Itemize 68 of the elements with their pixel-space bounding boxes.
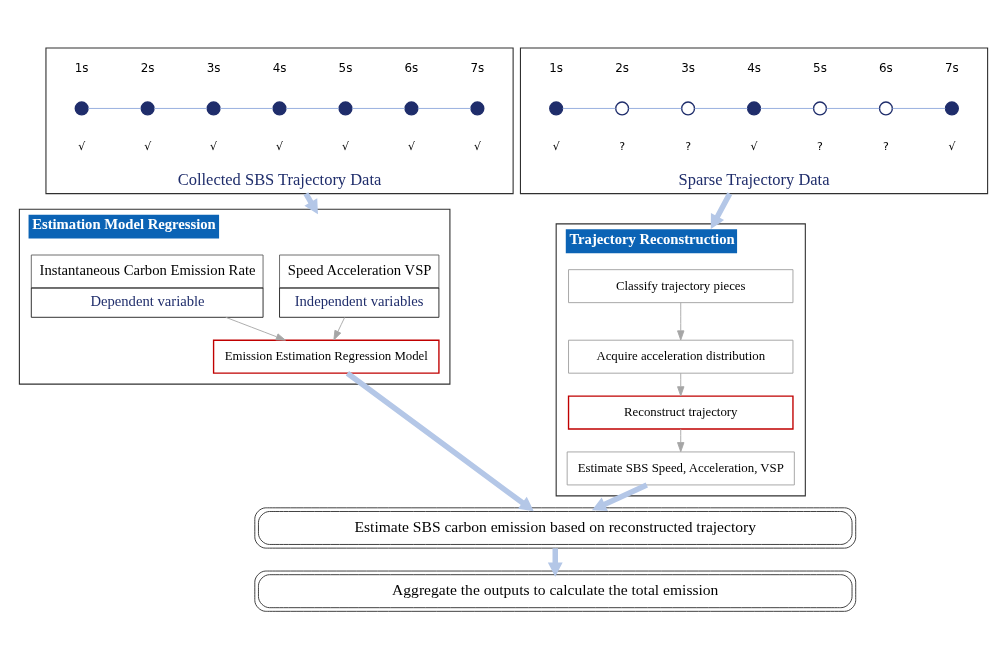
node-label: √ <box>144 139 152 153</box>
arrow <box>333 316 346 340</box>
node-label: ? <box>685 139 691 153</box>
node-label: 3s <box>206 60 221 75</box>
arrow <box>345 370 534 511</box>
node-box: Estimate SBS carbon emission based on reconstructed trajectory <box>254 506 857 549</box>
node-label: √ <box>473 139 481 153</box>
node-label: 2s <box>140 60 155 75</box>
node-circle <box>206 100 221 116</box>
node-label: √ <box>276 139 284 153</box>
arrow <box>677 428 685 452</box>
connector <box>417 107 472 109</box>
node-label: √ <box>78 139 86 153</box>
node-label: 7s <box>470 60 485 75</box>
connector <box>891 107 946 109</box>
node-label: 5s <box>338 60 353 75</box>
node-label: 1s <box>74 60 89 75</box>
connector <box>219 107 274 109</box>
node-circle <box>549 100 564 116</box>
node-circle <box>272 100 287 116</box>
node-label: 6s <box>404 60 419 75</box>
node-circle <box>812 100 828 116</box>
connector <box>628 107 682 109</box>
node-label: 5s <box>813 60 827 75</box>
connector <box>694 107 748 109</box>
arrow <box>225 316 286 341</box>
node-label: 2s <box>615 60 630 75</box>
node-label: 7s <box>945 60 959 75</box>
connector <box>153 107 208 109</box>
node-label: 1s <box>549 60 564 75</box>
node-box: Reconstruct trajectory <box>567 394 794 430</box>
node-circle <box>746 100 762 116</box>
node-label: ? <box>883 139 889 153</box>
node-label: 4s <box>747 60 761 75</box>
arrow <box>710 191 733 229</box>
connector <box>351 107 406 109</box>
node-circle <box>680 100 696 116</box>
node-label: √ <box>948 139 956 153</box>
node-box: Acquire acceleration distribution <box>568 339 794 374</box>
node-label: √ <box>210 139 218 153</box>
node-circle <box>74 100 89 116</box>
node-label: √ <box>750 139 758 153</box>
node-circle <box>615 100 630 116</box>
node-box: Classify trajectory pieces <box>568 268 794 303</box>
node-label: √ <box>407 139 415 153</box>
node-circle <box>140 100 155 116</box>
connector <box>87 107 142 109</box>
node-label: 4s <box>272 60 287 75</box>
node-box: Emission Estimation Regression Model <box>212 339 440 374</box>
connector <box>760 107 814 109</box>
connector <box>285 107 340 109</box>
arrow <box>677 301 685 340</box>
node-label: √ <box>341 139 349 153</box>
connector <box>825 107 880 109</box>
node-label: ? <box>619 139 626 153</box>
node-label: 6s <box>879 60 893 75</box>
node-label: ? <box>817 139 823 153</box>
node-label: 3s <box>681 60 695 75</box>
node-box: Estimate SBS Speed, Acceleration, VSP <box>566 451 795 485</box>
node-label: √ <box>552 139 560 153</box>
connector <box>562 107 617 109</box>
arrow <box>677 372 685 396</box>
arrow <box>591 481 648 511</box>
node-circle <box>404 100 419 116</box>
node-circle <box>470 100 485 116</box>
node-circle <box>878 100 894 116</box>
node-circle <box>944 100 959 116</box>
node-circle <box>338 100 353 116</box>
